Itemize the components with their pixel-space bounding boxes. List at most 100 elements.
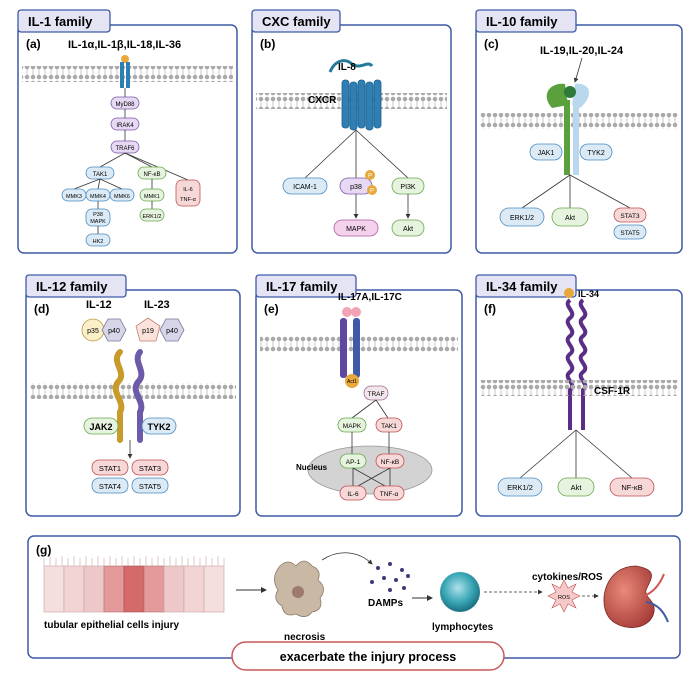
panel-g-letter: (g) xyxy=(36,543,51,557)
lymphocyte-icon xyxy=(440,572,480,612)
svg-text:TYK2: TYK2 xyxy=(147,422,170,432)
svg-text:MMK1: MMK1 xyxy=(144,194,160,200)
cxc-node-mapk xyxy=(333,219,379,237)
svg-text:ERK1/2: ERK1/2 xyxy=(507,483,533,492)
panel-il1: IL-1 family (a) IL-1α,IL-1β,IL-18,IL-36 … xyxy=(17,9,238,254)
il12-node-tyk2 xyxy=(141,417,177,435)
necrosis-label: necrosis xyxy=(284,632,326,643)
panel-cxc-letter: (b) xyxy=(260,37,275,51)
svg-text:TNF-α: TNF-α xyxy=(180,197,197,203)
panel-il17: IL-17 family (e) IL-17A,IL-17C Act1 TRAF… xyxy=(255,274,463,517)
svg-text:MAPK: MAPK xyxy=(343,423,362,430)
cxcr-receptor-icon xyxy=(341,79,382,131)
panel-il10-title: IL-10 family xyxy=(486,14,558,29)
svg-text:Akt: Akt xyxy=(565,215,575,222)
svg-text:NF-κB: NF-κB xyxy=(381,459,399,466)
il12-ligand2-label: IL-23 xyxy=(144,299,170,311)
cxc-phospho-2 xyxy=(367,185,377,195)
damps-particles-icon xyxy=(370,562,410,592)
il1-receptor xyxy=(120,62,124,88)
tubular-injury-label: tubular epithelial cells injury xyxy=(44,620,179,631)
svg-text:IL-6: IL-6 xyxy=(347,491,359,498)
svg-text:STAT5: STAT5 xyxy=(139,482,161,491)
panel-il12-letter: (d) xyxy=(34,302,49,316)
il10-node-stat5 xyxy=(613,224,647,240)
il17-ligand-icon xyxy=(342,307,352,317)
il34-receptor-right xyxy=(578,298,588,430)
svg-text:TAK1: TAK1 xyxy=(93,172,108,178)
panel-cxc-tab xyxy=(251,9,341,33)
il10-node-jak1 xyxy=(529,143,563,161)
svg-text:MAPK: MAPK xyxy=(346,226,366,233)
panel-il34: IL-34 family (f) IL-34 CSF-1R ERK1/2 Akt… xyxy=(475,274,683,517)
panel-il1-letter: (a) xyxy=(26,37,41,51)
exacerbate-label: exacerbate the injury process xyxy=(280,650,457,664)
svg-text:P38: P38 xyxy=(93,212,103,218)
svg-text:p19: p19 xyxy=(142,328,154,335)
panel-il34-tab xyxy=(475,274,577,298)
svg-text:TRAF: TRAF xyxy=(368,391,385,398)
svg-text:P: P xyxy=(370,189,374,195)
svg-text:IL-6: IL-6 xyxy=(183,187,192,193)
panel-cxc-title: CXC family xyxy=(262,14,331,29)
svg-text:IRAK4: IRAK4 xyxy=(116,123,134,129)
svg-text:STAT3: STAT3 xyxy=(139,464,161,473)
il34-node-erk12 xyxy=(497,477,543,497)
il34-ligand-label: IL-34 xyxy=(578,289,599,299)
svg-text:p40: p40 xyxy=(108,328,120,335)
svg-text:TRAF6: TRAF6 xyxy=(115,146,135,152)
svg-text:JAK1: JAK1 xyxy=(538,150,555,157)
panel-il1-tab xyxy=(17,9,111,33)
il12-node-p19 xyxy=(135,317,161,342)
svg-text:STAT3: STAT3 xyxy=(620,213,640,220)
svg-text:MyD88: MyD88 xyxy=(115,102,135,108)
svg-text:STAT4: STAT4 xyxy=(99,482,121,491)
panel-il17-letter: (e) xyxy=(264,302,279,316)
tubular-epithelium-icon xyxy=(43,556,225,613)
svg-text:TAK1: TAK1 xyxy=(381,423,397,430)
cxc-il8-ligand xyxy=(328,59,374,73)
il10-node-stat3 xyxy=(613,207,647,223)
panel-il12-tab xyxy=(25,274,127,298)
il17-node-tnfa xyxy=(373,485,405,501)
il10-node-akt xyxy=(551,207,589,227)
il1-node-hk2 xyxy=(85,233,111,247)
il34-receptor-left xyxy=(565,298,575,430)
svg-text:Act1: Act1 xyxy=(347,379,357,385)
panel-g: (g) tubular epithelial cells injury necr… xyxy=(27,535,681,671)
il10-node-tyk2 xyxy=(579,143,613,161)
panel-il17-title: IL-17 family xyxy=(266,279,338,294)
il12-node-jak2 xyxy=(83,417,119,435)
exacerbate-banner xyxy=(231,641,505,671)
svg-text:MMK6: MMK6 xyxy=(114,194,130,200)
svg-text:ERK1/2: ERK1/2 xyxy=(510,215,534,222)
svg-text:TYK2: TYK2 xyxy=(587,150,605,157)
il12-node-p40a xyxy=(101,318,127,342)
il17-node-il6 xyxy=(339,485,367,501)
svg-text:Akt: Akt xyxy=(403,226,413,233)
il12-node-stat5 xyxy=(131,477,169,494)
panel-il12: IL-12 family (d) IL-12 IL-23 p35 p40 p19… xyxy=(25,274,241,517)
il17-receptor xyxy=(340,318,347,378)
cxc-receptor-label: CXCR xyxy=(308,95,337,106)
panel-cxc: CXC family (b) IL-8 CXCR ICAM-1 p38 P P … xyxy=(251,9,452,254)
svg-text:p38: p38 xyxy=(350,184,362,191)
il34-node-nfkb xyxy=(609,477,655,497)
il12-node-p40b xyxy=(159,318,185,342)
svg-text:STAT5: STAT5 xyxy=(620,230,640,237)
panel-il12-title: IL-12 family xyxy=(36,279,108,294)
svg-text:ERK1/2: ERK1/2 xyxy=(143,214,162,220)
il1-node-erk12 xyxy=(139,208,165,222)
il12-ligand1-label: IL-12 xyxy=(86,299,112,311)
svg-text:HK2: HK2 xyxy=(93,239,104,245)
cxc-phospho-1 xyxy=(365,170,375,180)
damps-label: DAMPs xyxy=(368,598,403,609)
il12-node-stat3 xyxy=(131,459,169,476)
il34-membrane xyxy=(480,380,678,396)
svg-text:Akt: Akt xyxy=(571,483,583,492)
panel-il1-title: IL-1 family xyxy=(28,14,93,29)
kidney-icon xyxy=(603,565,655,628)
panel-il34-title: IL-34 family xyxy=(486,279,558,294)
panel-il17-tab xyxy=(255,274,357,298)
svg-text:TNF-α: TNF-α xyxy=(380,491,399,498)
